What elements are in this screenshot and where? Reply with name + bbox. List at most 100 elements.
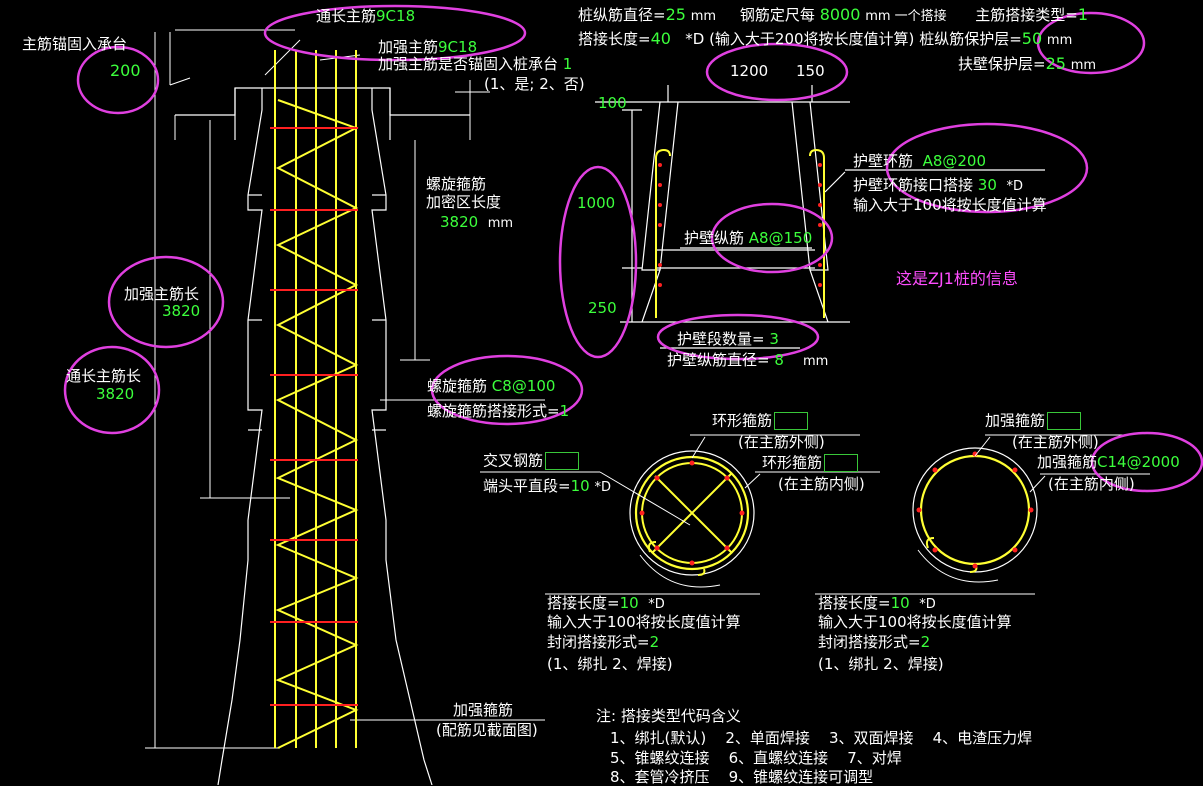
wall-rebars (655, 149, 825, 318)
legend-row-2: 5、锥螺纹连接 6、直螺纹连接 7、对焊 (610, 749, 902, 767)
dim-250[interactable]: 250 (588, 299, 617, 317)
sec2-rein-out-pos: (在主筋外侧) (1012, 433, 1099, 451)
highlight-rein-stirrup (1090, 431, 1203, 493)
wall-section (595, 85, 1045, 349)
wall-ring-lap-label: 护壁环筋接口搭接 30 *D (853, 176, 1023, 195)
sec1-close-label: 封闭搭接形式=2 (547, 633, 660, 651)
rein-anchor-options: (1、是; 2、否) (484, 75, 585, 93)
sec1-cross-label: 交叉钢筋 (483, 452, 580, 470)
highlight-long (710, 202, 834, 274)
sec1-ring-in-label: 环形箍筋 (762, 454, 859, 472)
left-dimension-lines (145, 29, 545, 749)
pile-info-note: 这是ZJ1桩的信息 (896, 269, 1018, 288)
main-lap-type-value[interactable]: 1 (1077, 5, 1089, 24)
spiral-lap-label: 螺旋箍筋搭接形式=1 (427, 402, 570, 420)
section-2 (815, 434, 1150, 595)
thru-len-label: 通长主筋长 (66, 367, 142, 385)
sec2-rein-in-value[interactable]: C14@2000 (1097, 453, 1180, 471)
rein-stirrup-label: 加强箍筋 (453, 701, 514, 719)
sec2-lap-note: 输入大于100将按长度值计算 (818, 613, 1012, 631)
sec1-end-value[interactable]: 10 (570, 477, 590, 495)
spiral-stirrup (275, 99, 359, 749)
legend-row-1: 1、绑扎(默认) 2、单面焊接 3、双面焊接 4、电渣压力焊 (610, 729, 1033, 747)
thru-len-value[interactable]: 3820 (96, 385, 135, 403)
dim-100[interactable]: 100 (598, 94, 627, 112)
spiral-dense-value[interactable]: 3820 (440, 213, 479, 231)
sec1-lap-label: 搭接长度=10 *D (547, 594, 665, 613)
rein-main-value[interactable]: 9C18 (438, 38, 478, 56)
wall-ring-value[interactable]: A8@200 (922, 152, 986, 170)
wall-long-value[interactable]: A8@150 (748, 229, 813, 247)
pile-cover-value[interactable]: 50 (1021, 29, 1043, 48)
sec1-close-options: (1、绑扎 2、焊接) (547, 655, 673, 673)
sec2-lap-value[interactable]: 10 (890, 594, 910, 612)
legend-row-3: 8、套管冷挤压 9、锥螺纹连接可调型 (610, 768, 874, 786)
legend-title: 注: 搭接类型代码含义 (596, 707, 741, 725)
highlight-dims (705, 42, 849, 102)
top-line-2: 搭接长度=40 *D (输入大于200将按长度值计算) 桩纵筋保护层=50 mm (578, 29, 1073, 48)
wall-ring-dots (658, 163, 822, 287)
top-line-1: 桩纵筋直径=25 mm 钢筋定尺每 8000 mm 一个搭接 主筋搭接类型=1 (578, 5, 1089, 24)
wall-ring-label: 护壁环筋 A8@200 (853, 152, 986, 170)
sec1-cross-input[interactable] (545, 452, 580, 470)
sec2-rein-out-input[interactable] (1047, 412, 1082, 430)
highlight-1000 (558, 165, 638, 359)
rein-anchor-value[interactable]: 1 (562, 55, 573, 73)
wall-count-label: 护壁段数量= 3 (677, 330, 779, 348)
sec2-close-value[interactable]: 2 (920, 633, 931, 651)
spiral-value[interactable]: C8@100 (491, 377, 556, 395)
spiral-dense-label-2: 加密区长度 (426, 193, 502, 211)
sec1-ring-out-label: 环形箍筋 (712, 412, 809, 430)
sec2-close-options: (1、绑扎 2、焊接) (818, 655, 944, 673)
spiral-dense-value-row: 3820 mm (440, 213, 514, 232)
rein-len-value[interactable]: 3820 (162, 302, 201, 320)
anchor-value[interactable]: 200 (110, 61, 141, 80)
sec1-lap-note: 输入大于100将按长度值计算 (547, 613, 741, 631)
dim-150: 150 (796, 62, 825, 80)
dim-1200: 1200 (730, 62, 769, 80)
section-1 (480, 434, 880, 595)
rein-len-label: 加强主筋长 (124, 285, 200, 303)
rein-anchor-question: 加强主筋是否锚固入桩承台 1 (378, 55, 573, 73)
spiral-lap-value[interactable]: 1 (559, 402, 570, 420)
bar-length-value[interactable]: 8000 (819, 5, 861, 24)
highlight-cover (1036, 11, 1146, 75)
lap-length-value[interactable]: 40 (650, 29, 671, 48)
wall-ring-lap-note: 输入大于100将按长度值计算 (853, 196, 1047, 214)
red-stirrups (270, 127, 358, 706)
sec1-ring-in-pos: (在主筋内侧) (778, 475, 865, 493)
anchor-label: 主筋锚固入承台 (22, 35, 128, 53)
sec2-rein-in-pos: (在主筋内侧) (1048, 475, 1135, 493)
wall-long-label: 护壁纵筋 A8@150 (684, 229, 813, 247)
sec1-end-label: 端头平直段=10 *D (483, 477, 611, 496)
highlight-thru-main (263, 4, 527, 62)
sec1-ring-in-input[interactable] (824, 454, 859, 472)
spiral-dense-label-1: 螺旋箍筋 (426, 175, 487, 193)
rein-main-label: 加强主筋9C18 (378, 38, 478, 56)
rein-stirrup-note: (配筋见截面图) (436, 721, 538, 739)
thru-main-label: 通长主筋9C18 (316, 7, 416, 25)
magenta-highlights (63, 4, 1203, 493)
wall-ring-lap-value[interactable]: 30 (977, 176, 997, 194)
wall-cover-value[interactable]: 25 (1045, 54, 1066, 73)
sec2-lap-label: 搭接长度=10 *D (818, 594, 936, 613)
sec1-lap-value[interactable]: 10 (619, 594, 639, 612)
wall-dia-label: 护壁纵筋直径= 8 mm (667, 351, 829, 370)
main-rebars (274, 50, 357, 748)
sec1-close-value[interactable]: 2 (649, 633, 660, 651)
top-line-3: 扶壁保护层=25 mm (958, 54, 1097, 73)
thru-main-value[interactable]: 9C18 (376, 7, 416, 25)
sec2-rein-out-label: 加强箍筋 (985, 412, 1082, 430)
sec2-close-label: 封闭搭接形式=2 (818, 633, 931, 651)
wall-count-value[interactable]: 3 (769, 330, 779, 348)
wall-dia-value[interactable]: 8 (774, 351, 784, 369)
highlight-spiral (430, 354, 584, 426)
dim-1000[interactable]: 1000 (577, 194, 616, 212)
highlight-ring (885, 122, 1089, 214)
pile-long-dia-value[interactable]: 25 (665, 5, 686, 24)
sec2-rein-in-label: 加强箍筋C14@2000 (1037, 453, 1180, 471)
sec1-ring-out-input[interactable] (774, 412, 809, 430)
highlight-thru-len (63, 345, 161, 435)
